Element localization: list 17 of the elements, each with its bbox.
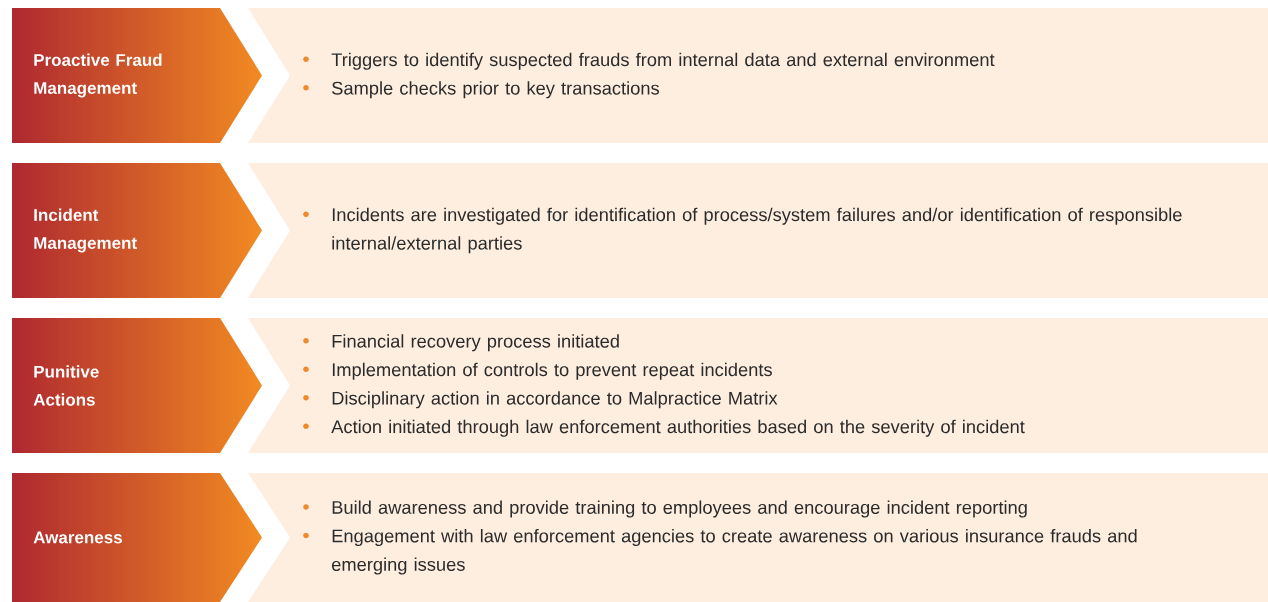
chevron-label: Awareness [33, 531, 122, 544]
bullet-text: Disciplinary action in accordance to Malpractice Matrix [332, 391, 778, 409]
content-panel [248, 163, 1268, 298]
bullet-text: Build awareness and provide training to employees and encourage incident reporting [332, 500, 1027, 518]
bullet-text: Triggers to identify suspected frauds from internal data and external environment [331, 52, 995, 70]
bullet-text: Financial recovery process initiated [332, 334, 619, 352]
chevron-label: Incident Management [34, 208, 137, 253]
chevron-label: Proactive Fraud Management [34, 53, 162, 98]
content-panel [248, 318, 1268, 453]
bullet-text: Incidents are investigated for identification of process/system failures and/or identification of responsible internal/external parties [332, 207, 1182, 254]
content-panel [248, 473, 1268, 602]
bullet-text: Engagement with law enforcement agencies to create awareness on various insurance frauds and emerging issues [332, 528, 1137, 575]
content-panel [248, 8, 1268, 143]
bullet-text: Action initiated through law enforcement authorities based on the severity of incident [331, 419, 1025, 437]
bullet-text: Implementation of controls to prevent repeat incidents [332, 362, 772, 380]
chevron-label: Punitive Actions [33, 365, 99, 406]
bullet-text: Sample checks prior to key transactions [332, 81, 659, 99]
